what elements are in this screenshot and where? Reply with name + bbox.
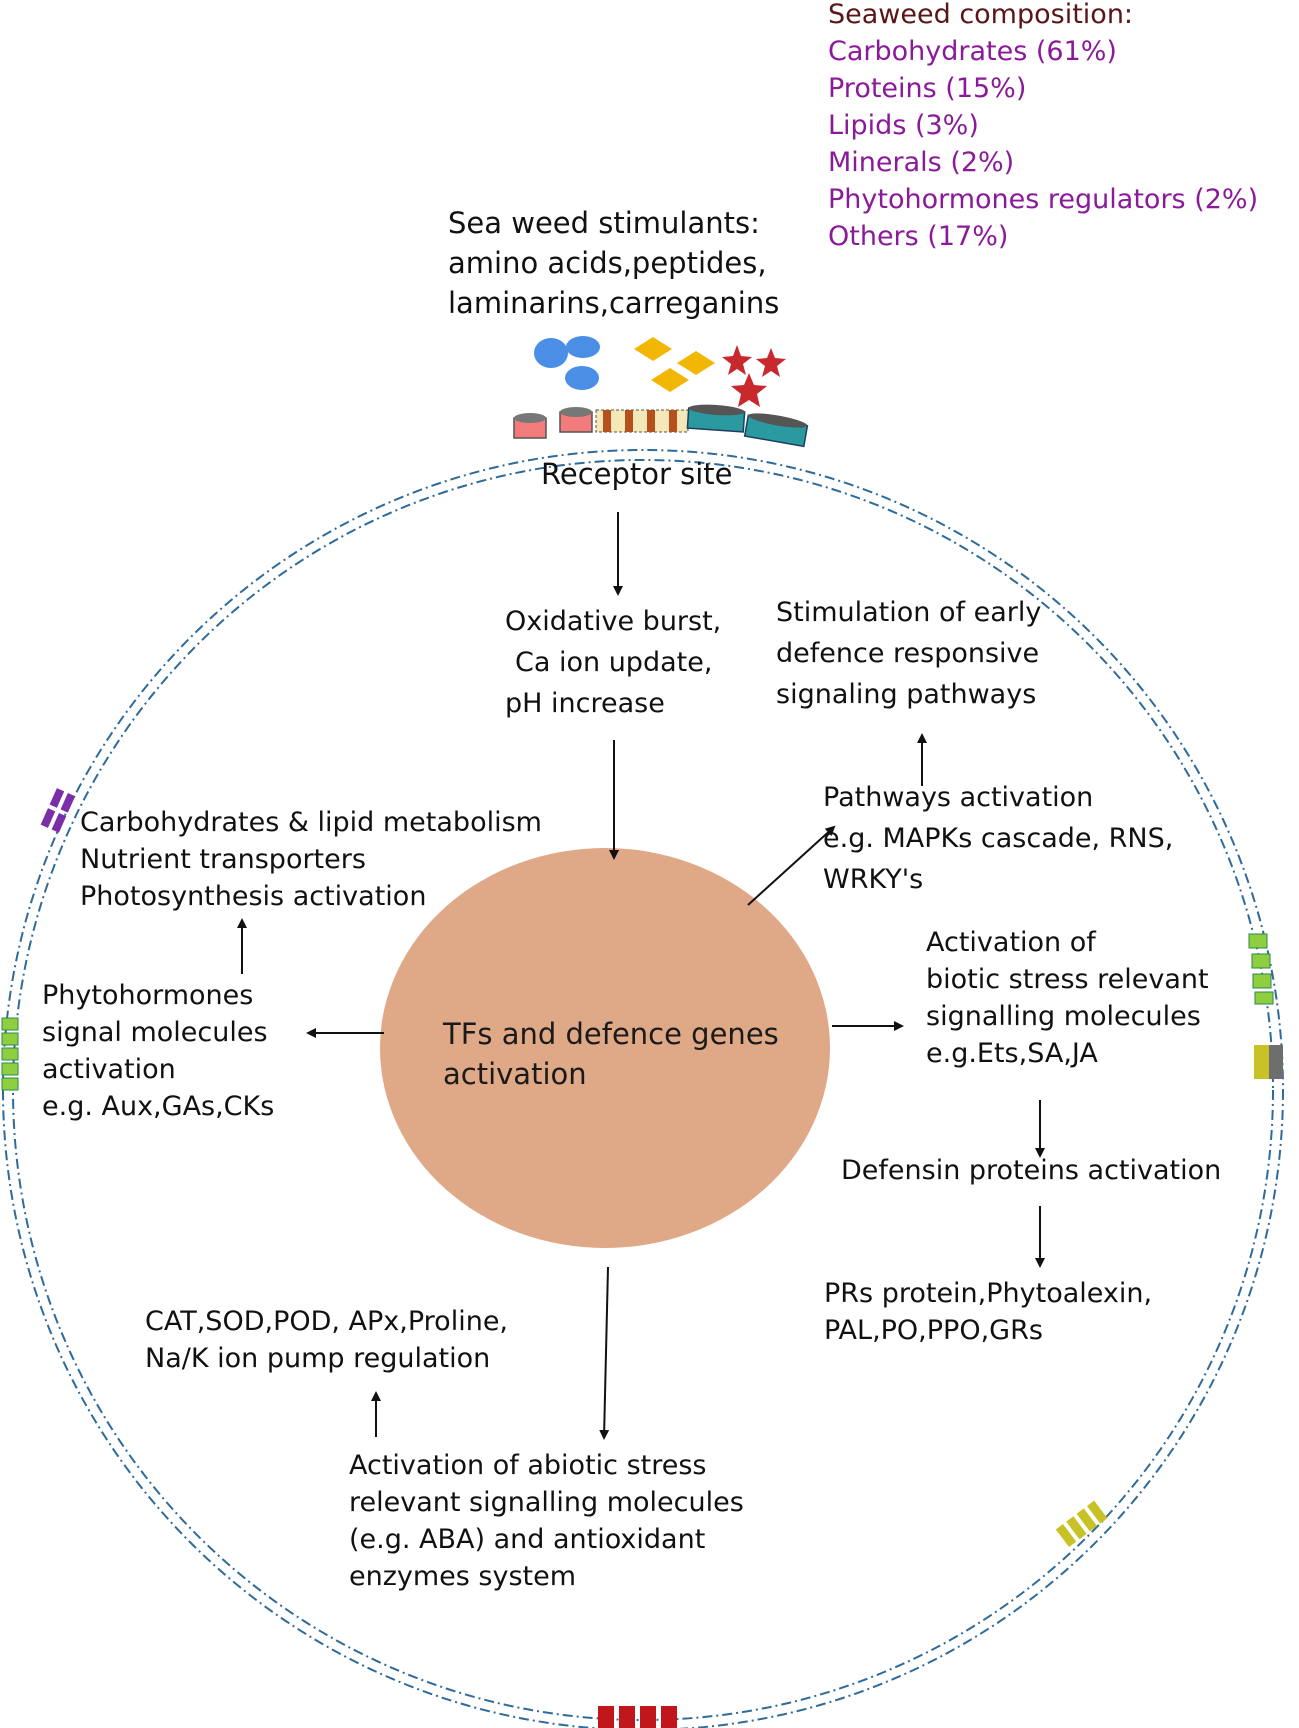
defensin-label: Defensin proteins activation bbox=[841, 1155, 1222, 1186]
nucleus-ellipse bbox=[380, 848, 830, 1248]
early-defence-line: signaling pathways bbox=[776, 679, 1037, 710]
composition-item-minerals: Minerals (2%) bbox=[828, 147, 1015, 178]
membrane-channel-purple-icon bbox=[40, 788, 76, 833]
metabolism-label: Carbohydrates & lipid metabolism Nutrien… bbox=[80, 804, 542, 915]
stimulants-label: Sea weed stimulants: amino acids,peptide… bbox=[448, 203, 779, 323]
membrane-channel-red-icon bbox=[598, 1706, 677, 1728]
pathways-line: WRKY's bbox=[823, 864, 924, 895]
composition-item-lipids: Lipids (3%) bbox=[828, 110, 979, 141]
prs-line: PAL,PO,PPO,GRs bbox=[824, 1315, 1043, 1346]
composition-item-carbohydrates: Carbohydrates (61%) bbox=[828, 36, 1117, 67]
composition-item-phytohormones: Phytohormones regulators (2%) bbox=[828, 184, 1259, 215]
early-defence-line: Stimulation of early bbox=[776, 597, 1042, 628]
nucleus-label: TFs and defence genes activation bbox=[443, 1014, 779, 1094]
antioxidant-label: CAT,SOD,POD, APx,Proline, Na/K ion pump … bbox=[145, 1303, 508, 1377]
membrane-channel-olive-icon bbox=[1055, 1500, 1108, 1548]
oxidative-line: Oxidative burst, bbox=[505, 606, 722, 637]
abiotic-stress-label: Activation of abiotic stress relevant si… bbox=[349, 1447, 744, 1595]
biotic-line: Activation of bbox=[926, 927, 1096, 958]
amino-acid-stimulant-icon bbox=[534, 336, 600, 390]
nucleus-label-line: TFs and defence genes bbox=[443, 1017, 779, 1051]
phytohormones-label: Phytohormones signal molecules activatio… bbox=[42, 977, 274, 1125]
prs-protein-label: PRs protein,Phytoalexin, PAL,PO,PPO,GRs bbox=[824, 1275, 1152, 1349]
pathways-line: Pathways activation bbox=[823, 782, 1094, 813]
laminarin-stimulant-icon bbox=[634, 337, 715, 392]
oxidative-burst-label: Oxidative burst, Ca ion update, pH incre… bbox=[505, 601, 721, 724]
biotic-line: signalling molecules bbox=[926, 1001, 1201, 1032]
membrane-channel-gray-icon bbox=[1254, 1045, 1283, 1079]
nucleus-label-line: activation bbox=[443, 1057, 587, 1091]
prs-line: PRs protein,Phytoalexin, bbox=[824, 1278, 1153, 1309]
abiotic-line: (e.g. ABA) and antioxidant bbox=[349, 1524, 706, 1555]
early-defence-line: defence responsive bbox=[776, 638, 1040, 669]
phytohormones-line: e.g. Aux,GAs,CKs bbox=[42, 1091, 275, 1122]
metabolism-line: Nutrient transporters bbox=[80, 844, 366, 875]
antioxidant-line: CAT,SOD,POD, APx,Proline, bbox=[145, 1306, 509, 1337]
oxidative-line: Ca ion update, bbox=[515, 647, 713, 678]
abiotic-line: enzymes system bbox=[349, 1561, 577, 1592]
membrane-channel-green-left-icon bbox=[1, 1017, 19, 1091]
membrane-channel-green-right-icon bbox=[1248, 933, 1274, 1005]
biotic-line: e.g.Ets,SA,JA bbox=[926, 1038, 1098, 1069]
carrageenan-stimulant-icon bbox=[722, 345, 786, 407]
composition-item-others: Others (17%) bbox=[828, 221, 1009, 252]
composition-item-proteins: Proteins (15%) bbox=[828, 73, 1027, 104]
abiotic-line: Activation of abiotic stress bbox=[349, 1450, 707, 1481]
abiotic-line: relevant signalling molecules bbox=[349, 1487, 744, 1518]
receptor-site-icon bbox=[513, 404, 809, 448]
composition-block: Seaweed composition: Carbohydrates (61%)… bbox=[828, 0, 1258, 255]
phytohormones-line: Phytohormones bbox=[42, 980, 254, 1011]
arrow-nucleus-to-abiotic bbox=[599, 1266, 610, 1440]
early-defence-label: Stimulation of early defence responsive … bbox=[776, 592, 1041, 715]
oxidative-line: pH increase bbox=[505, 688, 665, 719]
pathways-activation-label: Pathways activation e.g. MAPKs cascade, … bbox=[823, 777, 1173, 900]
receptor-site-label: Receptor site bbox=[541, 457, 733, 491]
arrow-nucleus-to-pathways bbox=[747, 825, 836, 906]
pathways-line: e.g. MAPKs cascade, RNS, bbox=[823, 823, 1174, 854]
antioxidant-line: Na/K ion pump regulation bbox=[145, 1343, 491, 1374]
biotic-line: biotic stress relevant bbox=[926, 964, 1209, 995]
metabolism-line: Carbohydrates & lipid metabolism bbox=[80, 807, 542, 838]
stimulants-line: Sea weed stimulants: bbox=[448, 206, 760, 240]
phytohormones-line: signal molecules bbox=[42, 1017, 268, 1048]
phytohormones-line: activation bbox=[42, 1054, 176, 1085]
metabolism-line: Photosynthesis activation bbox=[80, 881, 427, 912]
stimulants-line: laminarins,carreganins bbox=[448, 286, 780, 320]
composition-heading: Seaweed composition: bbox=[828, 0, 1134, 30]
biotic-stress-label: Activation of biotic stress relevant sig… bbox=[926, 924, 1209, 1072]
stimulants-line: amino acids,peptides, bbox=[448, 246, 767, 280]
